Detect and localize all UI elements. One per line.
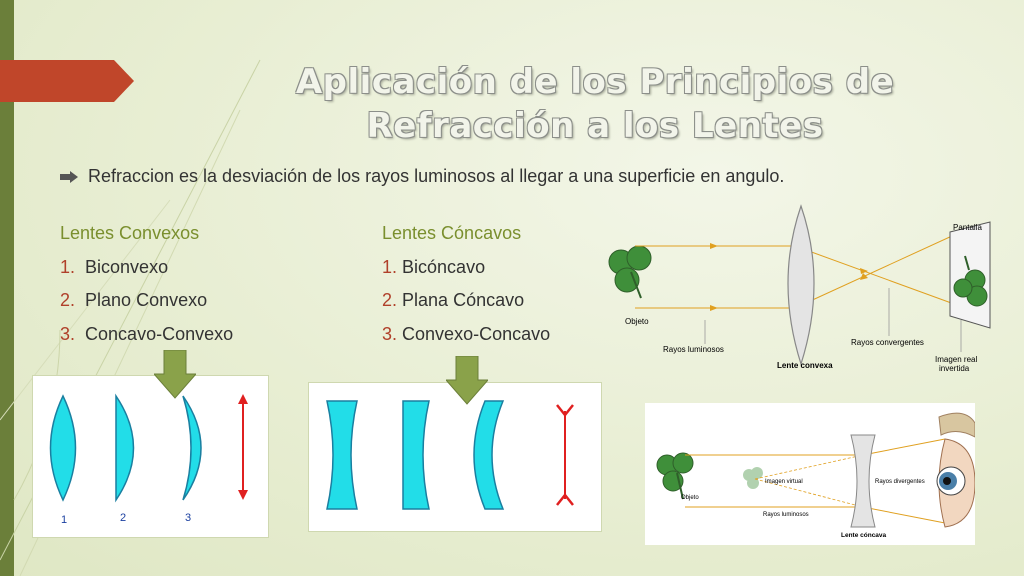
rays-label: Rayos luminosos xyxy=(663,345,724,354)
convex-lens-shapes: 1 2 3 xyxy=(49,393,248,526)
convex-lens-ray-diagram: Objeto Pantalla Rayos luminosos Rayos co… xyxy=(608,204,991,373)
concavo-convex-lens-shape xyxy=(182,395,202,501)
convex-lens-label: Lente convexa xyxy=(777,361,833,370)
figure-number-2: 2 xyxy=(120,512,126,524)
concave-heading: Lentes Cóncavos xyxy=(382,223,522,243)
concave-lens-icon xyxy=(850,434,876,528)
slide-title: Aplicación de los Principios de Refracci… xyxy=(295,62,895,146)
biconcave-lens-shape xyxy=(326,400,358,510)
inverted-label: invertida xyxy=(939,364,970,373)
clover-object-icon xyxy=(608,245,652,299)
screen-label: Pantalla xyxy=(953,223,982,232)
convex-item-3: 3. Concavo-Convexo xyxy=(60,324,234,344)
divergent-rays-label: Rayos divergentes xyxy=(875,479,925,485)
figure-number-1: 1 xyxy=(61,514,67,526)
figure-number-3: 3 xyxy=(185,512,191,524)
real-image-label: Imagen real xyxy=(935,355,977,364)
definition-bullet: Refraccion es la desviación de los rayos… xyxy=(60,165,800,188)
concave-lens-ray-figure: Objeto Imagen virtual Rayos divergentes … xyxy=(645,403,976,545)
convex-lens-icon xyxy=(787,204,815,366)
concave-item-3: 3. Convexo-Concavo xyxy=(382,324,551,344)
left-accent-strip xyxy=(0,0,14,576)
plano-convex-lens-shape xyxy=(115,393,135,503)
concave-item-2: 2. Plana Cóncavo xyxy=(382,290,525,310)
down-arrow-icon-2 xyxy=(446,356,488,405)
convex-lens-shapes-figure: 1 2 3 xyxy=(32,375,269,538)
convexo-concave-lens-shape xyxy=(473,400,505,510)
virtual-image-icon xyxy=(743,467,763,489)
eye-icon xyxy=(936,412,976,528)
arrow-bullet-icon xyxy=(60,171,78,183)
virtual-image-label: Imagen virtual xyxy=(765,479,803,485)
inverted-clover-image-icon xyxy=(953,255,988,307)
plano-concave-lens-shape xyxy=(402,400,430,510)
definition-text: Refraccion es la desviación de los rayos… xyxy=(88,166,785,186)
convex-item-1: 1. Biconvexo xyxy=(60,257,169,277)
concave-lens-label: Lente cóncava xyxy=(841,532,887,539)
concave-lens-shapes-figure xyxy=(308,382,602,532)
concave-lens-shapes xyxy=(326,400,574,510)
converging-rays-label: Rayos convergentes xyxy=(851,338,924,347)
convex-item-2: 2. Plano Convexo xyxy=(60,290,208,310)
concave-lens-ray-diagram: Objeto Imagen virtual Rayos divergentes … xyxy=(656,412,976,539)
down-arrow-icon xyxy=(154,350,196,399)
title-arrow-tab xyxy=(0,60,134,102)
object-label-2: Objeto xyxy=(681,495,699,501)
convex-heading: Lentes Convexos xyxy=(60,223,200,243)
object-label: Objeto xyxy=(625,317,649,326)
clover-object-icon-2 xyxy=(656,452,694,500)
biconvex-lens-shape xyxy=(49,394,77,502)
rays-label-2: Rayos luminosos xyxy=(763,512,809,518)
concave-item-1: 1. Bicóncavo xyxy=(382,257,486,277)
